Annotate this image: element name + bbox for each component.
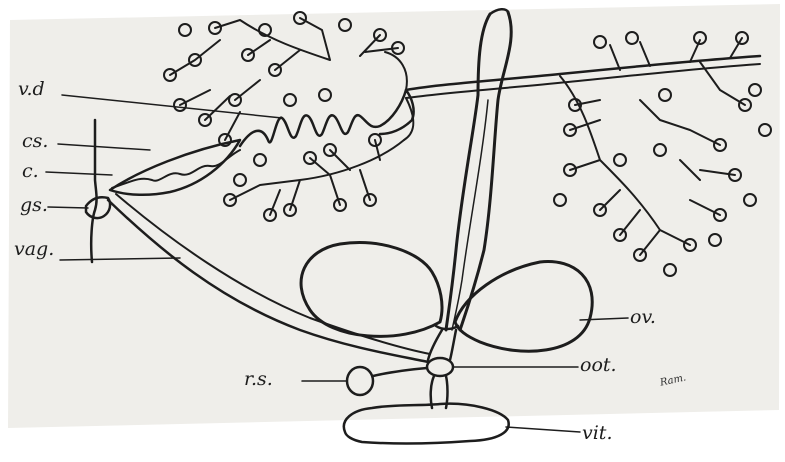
label-genital-sinus: gs. bbox=[20, 196, 48, 215]
label-receptaculum-seminis: r.s. bbox=[244, 370, 273, 389]
label-vas-deferens: v.d bbox=[18, 80, 45, 99]
label-cirrus-sac: cs. bbox=[22, 132, 48, 151]
label-vagina: vag. bbox=[14, 240, 54, 259]
label-cirrus: c. bbox=[22, 162, 39, 181]
label-vitellarium: vit. bbox=[582, 424, 613, 443]
label-ovary: ov. bbox=[630, 308, 656, 327]
leader-gs bbox=[48, 207, 88, 208]
label-ootype: oot. bbox=[580, 356, 617, 375]
